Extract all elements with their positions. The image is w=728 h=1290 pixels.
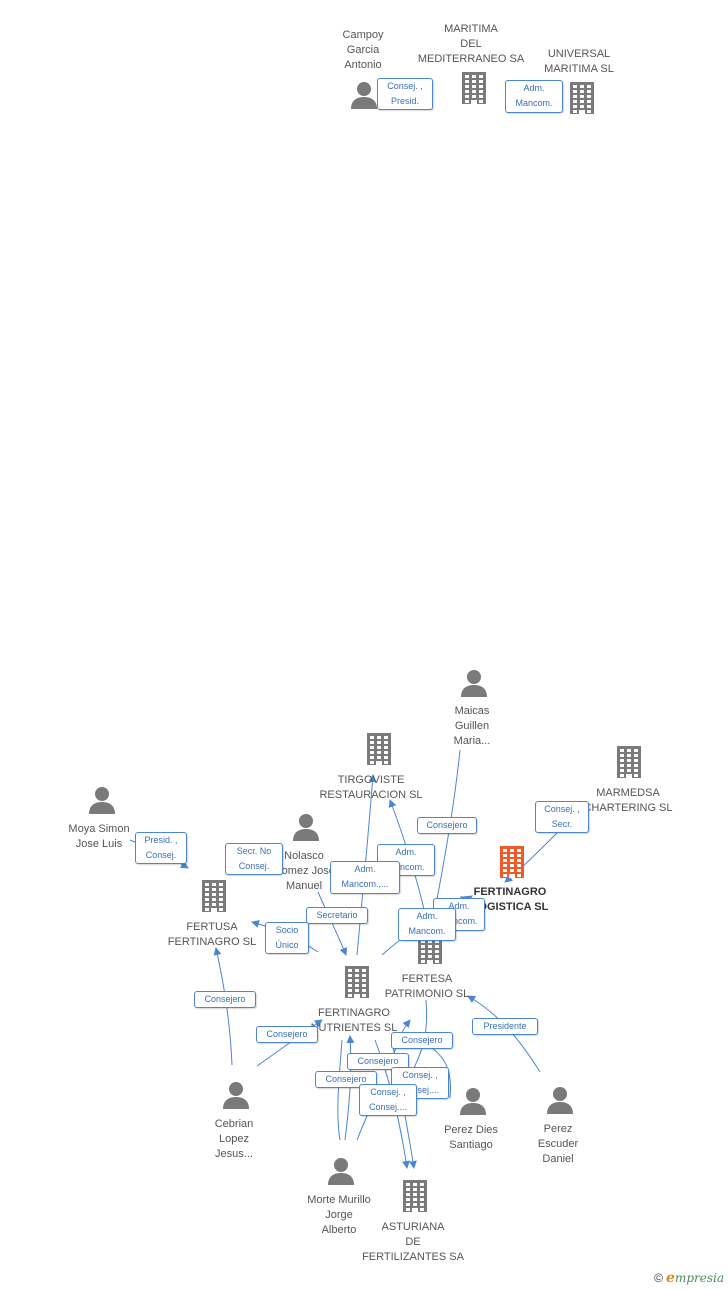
building-icon[interactable] <box>614 745 644 784</box>
person-icon[interactable] <box>221 1080 251 1115</box>
node-label[interactable]: Campoy Garcia Antonio <box>342 29 384 71</box>
node-label[interactable]: TIRGOVISTE RESTAURACION SL <box>319 774 423 801</box>
relation-edge-14 <box>344 1035 355 1141</box>
relation-label[interactable]: Adm. Mancom.,... <box>330 861 400 894</box>
person-icon[interactable] <box>349 80 379 115</box>
relation-label[interactable]: Secr. No Consej. <box>225 843 283 875</box>
node-label[interactable]: FERTESA PATRIMONIO SL <box>384 973 470 1000</box>
node-label[interactable]: ASTURIANA DE FERTILIZANTES SA <box>362 1221 464 1263</box>
relation-label[interactable]: Consejero <box>256 1026 318 1043</box>
relation-label[interactable]: Socio Único <box>265 922 309 954</box>
relation-label[interactable]: Consej. , Presid. <box>377 78 433 110</box>
relation-label[interactable]: Consej. , Secr. <box>535 801 589 833</box>
building-icon[interactable] <box>364 732 394 771</box>
node-label[interactable]: MARITIMA DEL MEDITERRANEO SA <box>417 23 525 65</box>
copyright-symbol: © <box>654 1271 664 1285</box>
relation-edge-5 <box>317 891 348 956</box>
building-icon[interactable] <box>400 1179 430 1218</box>
relation-edge-3 <box>504 829 561 883</box>
node-label[interactable]: Moya Simon Jose Luis <box>68 823 130 850</box>
building-icon[interactable] <box>497 845 527 884</box>
relation-label[interactable]: Adm. Mancom. <box>398 908 456 941</box>
person-icon[interactable] <box>459 668 489 703</box>
node-label[interactable]: MARMEDSA CHARTERING SL <box>583 787 673 814</box>
relation-label[interactable]: Presid. , Consej. <box>135 832 187 864</box>
relation-label[interactable]: Consejero <box>347 1053 409 1070</box>
node-label[interactable]: FERTINAGRO LOGISTICA SL <box>471 886 549 913</box>
relation-label[interactable]: Consejero <box>391 1032 453 1049</box>
building-icon[interactable] <box>342 965 372 1004</box>
person-icon[interactable] <box>291 812 321 847</box>
relation-label[interactable]: Consejero <box>417 817 477 834</box>
person-icon[interactable] <box>87 785 117 820</box>
node-label[interactable]: FERTUSA FERTINAGRO SL <box>167 921 257 948</box>
node-label[interactable]: Perez Escuder Daniel <box>537 1123 579 1165</box>
node-label[interactable]: FERTINAGRO NUTRIENTES SL <box>310 1007 398 1034</box>
building-icon[interactable] <box>199 879 229 918</box>
building-icon[interactable] <box>567 81 597 120</box>
building-icon[interactable] <box>459 71 489 110</box>
relation-edge-15 <box>337 1039 343 1141</box>
relation-label[interactable]: Secretario <box>306 907 368 924</box>
relation-label[interactable]: Consejero <box>315 1071 377 1088</box>
node-label[interactable]: Cebrian Lopez Jesus... <box>214 1118 254 1160</box>
node-label[interactable]: Perez Dies Santiago <box>444 1124 498 1151</box>
person-icon[interactable] <box>545 1085 575 1120</box>
relation-label[interactable]: Adm. Mancom. <box>505 80 563 113</box>
person-icon[interactable] <box>458 1086 488 1121</box>
node-label[interactable]: UNIVERSAL MARITIMA SL <box>544 48 614 75</box>
footer-brand: ©empresia <box>654 1270 724 1286</box>
node-label[interactable]: Morte Murillo Jorge Alberto <box>307 1194 371 1236</box>
person-icon[interactable] <box>326 1156 356 1191</box>
brand-logo: empresia <box>666 1270 724 1286</box>
node-label[interactable]: Maicas Guillen Maria... <box>453 705 491 747</box>
relation-label[interactable]: Consejero <box>194 991 256 1008</box>
relation-label[interactable]: Consej. , Consej.... <box>359 1084 417 1116</box>
relation-label[interactable]: Presidente <box>472 1018 538 1035</box>
